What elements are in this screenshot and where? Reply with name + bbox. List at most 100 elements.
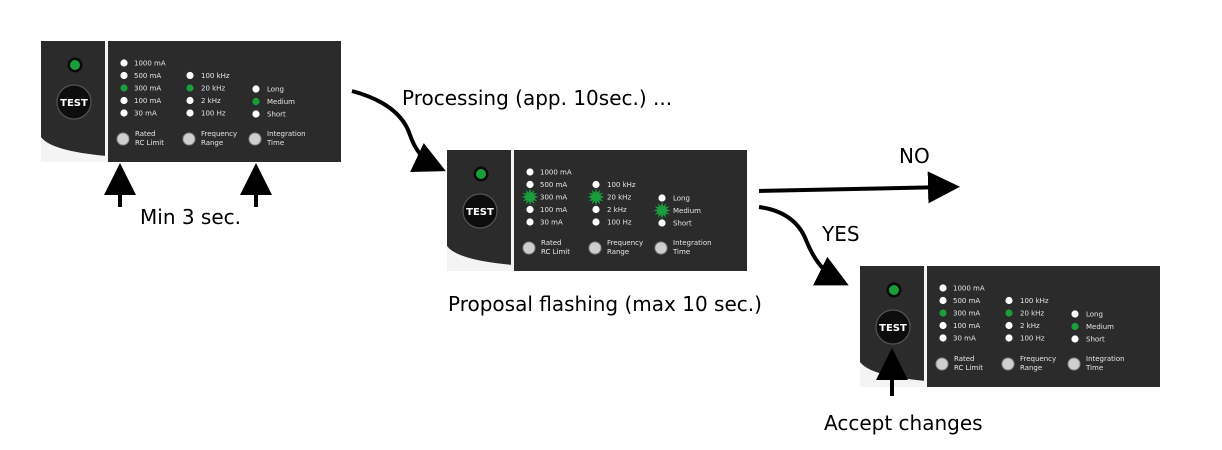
frequency-option-label: 2 kHz <box>1020 322 1040 330</box>
time-led-2 <box>1071 335 1079 343</box>
frequency-led-1 <box>1005 309 1013 317</box>
frequency-option-label: 20 kHz <box>1020 310 1044 318</box>
panel-divider <box>105 41 108 162</box>
frequency-range-button-label: Range <box>607 248 629 256</box>
time-option-label: Long <box>1086 311 1103 319</box>
processing-caption: Processing (app. 10sec.) ... <box>402 86 673 110</box>
current-led-0 <box>939 284 947 292</box>
time-led-1 <box>252 97 260 106</box>
frequency-option-label: 100 Hz <box>607 219 632 227</box>
panel-divider <box>924 266 927 387</box>
power-led <box>70 60 80 70</box>
frequency-led-0 <box>1005 296 1013 305</box>
frequency-range-button-label: Range <box>201 139 223 147</box>
current-led-4 <box>120 109 128 117</box>
frequency-led-2 <box>1005 321 1013 330</box>
current-led-2 <box>120 84 128 92</box>
current-option-label: 500 mA <box>953 297 980 305</box>
current-option-label: 1000 mA <box>134 60 166 68</box>
frequency-range-button-label: Frequency <box>201 130 237 138</box>
min-time-caption: Min 3 sec. <box>140 205 242 229</box>
current-option-label: 300 mA <box>134 85 161 93</box>
test-button[interactable] <box>462 193 498 229</box>
time-led-1 <box>658 206 666 215</box>
frequency-option-label: 20 kHz <box>201 85 225 93</box>
frequency-led-0 <box>592 180 600 189</box>
current-led-0 <box>526 168 534 176</box>
integration-time-button-label: Integration <box>673 239 712 247</box>
frequency-option-label: 100 Hz <box>1020 335 1045 343</box>
test-button-label: TEST <box>879 323 907 334</box>
frequency-option-label: 100 Hz <box>201 110 226 118</box>
time-led-0 <box>1071 310 1079 318</box>
integration-time-button[interactable] <box>654 241 668 255</box>
current-option-label: 300 mA <box>953 310 980 318</box>
time-option-label: Short <box>673 220 692 228</box>
current-option-label: 1000 mA <box>540 169 572 177</box>
current-led-1 <box>939 296 947 305</box>
current-led-4 <box>939 334 947 342</box>
current-led-1 <box>120 71 128 80</box>
frequency-led-0 <box>186 71 194 80</box>
time-option-label: Short <box>267 111 286 119</box>
time-led-2 <box>658 219 666 227</box>
current-option-label: 100 mA <box>134 97 161 105</box>
integration-time-button-label: Time <box>266 139 284 147</box>
panel-divider <box>511 150 514 271</box>
frequency-led-1 <box>186 84 194 92</box>
current-option-label: 30 mA <box>134 110 157 118</box>
frequency-option-label: 100 kHz <box>607 181 636 189</box>
integration-time-button[interactable] <box>248 132 262 146</box>
integration-time-button-label: Integration <box>1086 355 1125 363</box>
rc-limit-button[interactable] <box>935 357 949 371</box>
time-option-label: Short <box>1086 336 1105 344</box>
rc-limit-button-label: RC Limit <box>541 248 570 256</box>
rc-limit-button-label: Rated <box>541 239 562 247</box>
time-led-0 <box>658 194 666 202</box>
time-led-2 <box>252 110 260 118</box>
time-option-label: Medium <box>1086 323 1114 331</box>
time-option-label: Medium <box>267 98 295 106</box>
frequency-led-2 <box>186 96 194 105</box>
current-option-label: 500 mA <box>540 181 567 189</box>
proposal-caption: Proposal flashing (max 10 sec.) <box>448 292 762 316</box>
frequency-led-3 <box>1005 334 1013 342</box>
rc-limit-button[interactable] <box>116 132 130 146</box>
test-button[interactable] <box>56 84 92 120</box>
current-led-2 <box>939 309 947 317</box>
current-led-3 <box>939 321 947 330</box>
frequency-range-button[interactable] <box>182 132 196 146</box>
current-option-label: 500 mA <box>134 72 161 80</box>
integration-time-button-label: Time <box>1085 364 1103 372</box>
test-button[interactable] <box>875 309 911 345</box>
current-led-3 <box>120 96 128 105</box>
frequency-range-button[interactable] <box>588 241 602 255</box>
integration-time-button[interactable] <box>1067 357 1081 371</box>
rc-limit-button-label: Rated <box>954 355 975 363</box>
rc-limit-button[interactable] <box>522 241 536 255</box>
time-option-label: Long <box>267 86 284 94</box>
frequency-range-button-label: Frequency <box>607 239 643 247</box>
frequency-option-label: 2 kHz <box>607 206 627 214</box>
test-button-label: TEST <box>466 207 494 218</box>
frequency-range-button[interactable] <box>1001 357 1015 371</box>
rc-limit-button-label: RC Limit <box>954 364 983 372</box>
frequency-led-1 <box>592 193 600 201</box>
frequency-led-2 <box>592 205 600 214</box>
current-option-label: 30 mA <box>953 335 976 343</box>
power-led <box>889 285 899 295</box>
current-option-label: 30 mA <box>540 219 563 227</box>
frequency-option-label: 100 kHz <box>201 72 230 80</box>
frequency-option-label: 2 kHz <box>201 97 221 105</box>
arrow-no <box>758 171 960 204</box>
frequency-range-button-label: Range <box>1020 364 1042 372</box>
time-led-0 <box>252 85 260 93</box>
no-caption: NO <box>899 144 930 168</box>
time-led-1 <box>1071 322 1079 331</box>
time-option-label: Medium <box>673 207 701 215</box>
power-led <box>476 169 486 179</box>
yes-caption: YES <box>822 222 860 246</box>
